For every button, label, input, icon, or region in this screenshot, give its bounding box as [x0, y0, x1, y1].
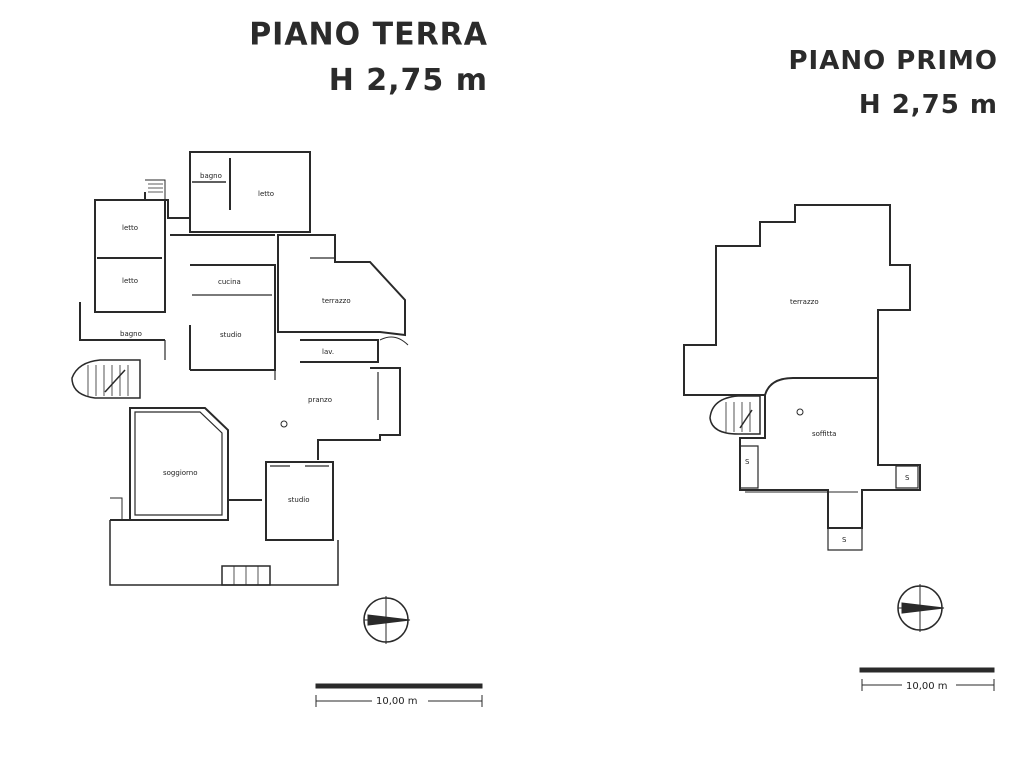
veranda	[109, 520, 339, 586]
first-floor-height: H 2,75 m	[858, 90, 998, 120]
wall-studio	[265, 461, 334, 541]
stair-first	[709, 395, 761, 435]
first-floor-title: PIANO PRIMO	[788, 46, 998, 76]
room-label-letto-2: letto	[122, 277, 138, 285]
stair-left	[71, 359, 141, 399]
scale-label-ground: 10,00 m	[376, 696, 418, 707]
room-label-letto-1: letto	[122, 224, 138, 232]
room-label-letto-top: letto	[258, 190, 274, 198]
room-label-lav: lav.	[322, 348, 334, 356]
wall-top-block	[189, 151, 311, 233]
room-label-soffitta: soffitta	[812, 430, 836, 438]
room-label-s1: S	[745, 458, 750, 466]
room-label-studio-center: studio	[220, 331, 242, 339]
first-floor-plan	[683, 204, 921, 551]
scale-label-first: 10,00 m	[906, 681, 948, 692]
room-label-studio-bottom: studio	[288, 496, 310, 504]
wall-terrazzo	[277, 234, 406, 337]
north-arrow-icon-first	[897, 584, 945, 632]
wall-terrazzo-first	[683, 204, 911, 396]
room-label-s2: S	[905, 474, 910, 482]
wall-soffitta	[739, 377, 921, 529]
wall-left-wing	[94, 199, 166, 313]
room-label-terrazzo-first: terrazzo	[790, 298, 819, 306]
room-label-s3: S	[842, 536, 847, 544]
room-label-bagno-top: bagno	[200, 172, 222, 180]
room-label-bagno-left: bagno	[120, 330, 142, 338]
ground-floor-title: PIANO TERRA	[249, 16, 488, 53]
room-label-cucina: cucina	[218, 278, 241, 286]
room-label-terrazzo: terrazzo	[322, 297, 351, 305]
room-label-pranzo: pranzo	[308, 396, 332, 404]
room-label-soggiorno: soggiorno	[163, 469, 198, 477]
north-arrow-icon-ground	[363, 596, 411, 644]
ground-floor-height: H 2,75 m	[328, 63, 488, 98]
ground-floor-plan	[71, 151, 409, 586]
wall-soggiorno	[129, 407, 229, 521]
